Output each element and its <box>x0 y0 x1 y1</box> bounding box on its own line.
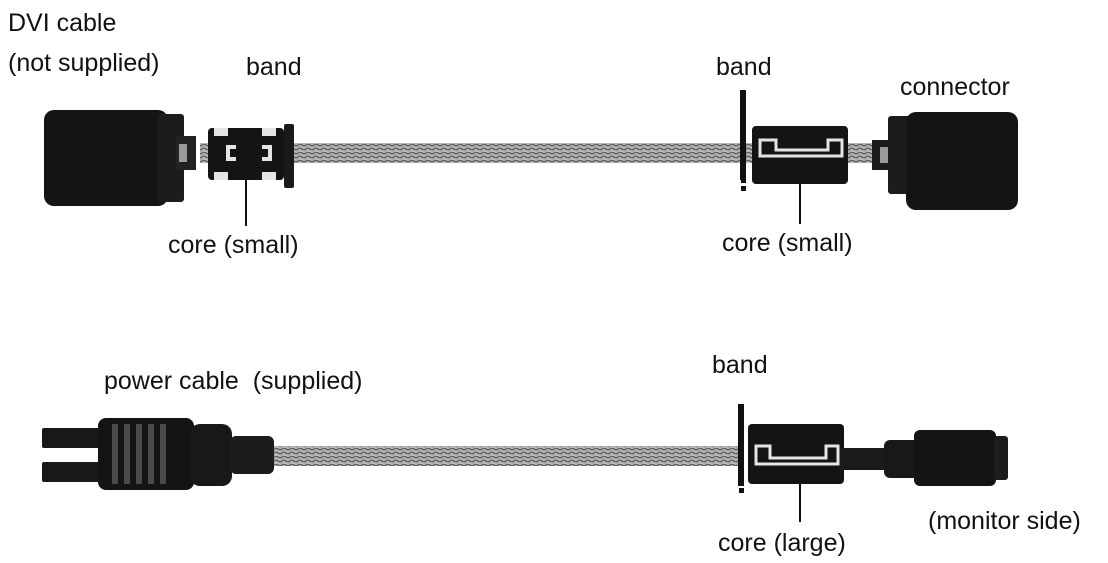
power-plug <box>42 418 274 490</box>
dvi-right-band-label: band <box>716 53 772 81</box>
dvi-right-core <box>740 90 848 191</box>
power-monitor-plug <box>840 430 1008 486</box>
power-cable-wire <box>270 446 740 466</box>
dvi-left-core <box>208 124 294 188</box>
dvi-connector-label: connector <box>900 73 1010 101</box>
dvi-left-core-label: core (small) <box>168 231 299 259</box>
dvi-left-band-label: band <box>246 53 302 81</box>
monitor-side-label: (monitor side) <box>928 507 1081 535</box>
dvi-cable-subtitle: (not supplied) <box>8 49 160 77</box>
power-core-label: core (large) <box>718 529 846 557</box>
power-cable <box>42 404 1008 522</box>
power-cable-title: power cable (supplied) <box>104 367 363 395</box>
dvi-cable-wire <box>200 143 890 163</box>
power-core <box>738 404 844 493</box>
dvi-cable <box>44 90 1018 226</box>
dvi-left-plug <box>44 110 196 206</box>
power-band-label: band <box>712 351 768 379</box>
dvi-right-plug <box>872 112 1018 210</box>
dvi-right-core-label: core (small) <box>722 229 853 257</box>
dvi-cable-title: DVI cable <box>8 9 117 37</box>
